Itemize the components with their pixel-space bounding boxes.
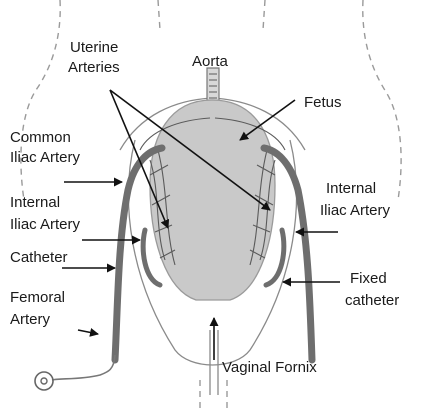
- label-internal-iliac-left-line1: Internal: [10, 194, 60, 211]
- label-catheter: Catheter: [10, 249, 68, 266]
- label-internal-iliac-left-line2: Iliac Artery: [10, 216, 81, 233]
- label-aorta: Aorta: [192, 53, 229, 70]
- label-common-iliac-line1: Common: [10, 129, 71, 146]
- label-fixed-catheter-line1: Fixed: [350, 270, 387, 287]
- label-uterine-arteries-line1: Uterine: [70, 39, 118, 56]
- label-fetus: Fetus: [304, 94, 342, 111]
- label-common-iliac-line2: Iliac Artery: [10, 149, 81, 166]
- label-uterine-arteries-line2: Arteries: [68, 59, 120, 76]
- label-femoral-artery-line2: Artery: [10, 311, 51, 328]
- label-femoral-artery-line1: Femoral: [10, 289, 65, 306]
- label-vaginal-fornix: Vaginal Fornix: [222, 359, 317, 376]
- label-internal-iliac-right-line1: Internal: [326, 180, 376, 197]
- aorta: [207, 68, 219, 104]
- label-internal-iliac-right-line2: Iliac Artery: [320, 202, 391, 219]
- label-fixed-catheter-line2: catheter: [345, 292, 399, 309]
